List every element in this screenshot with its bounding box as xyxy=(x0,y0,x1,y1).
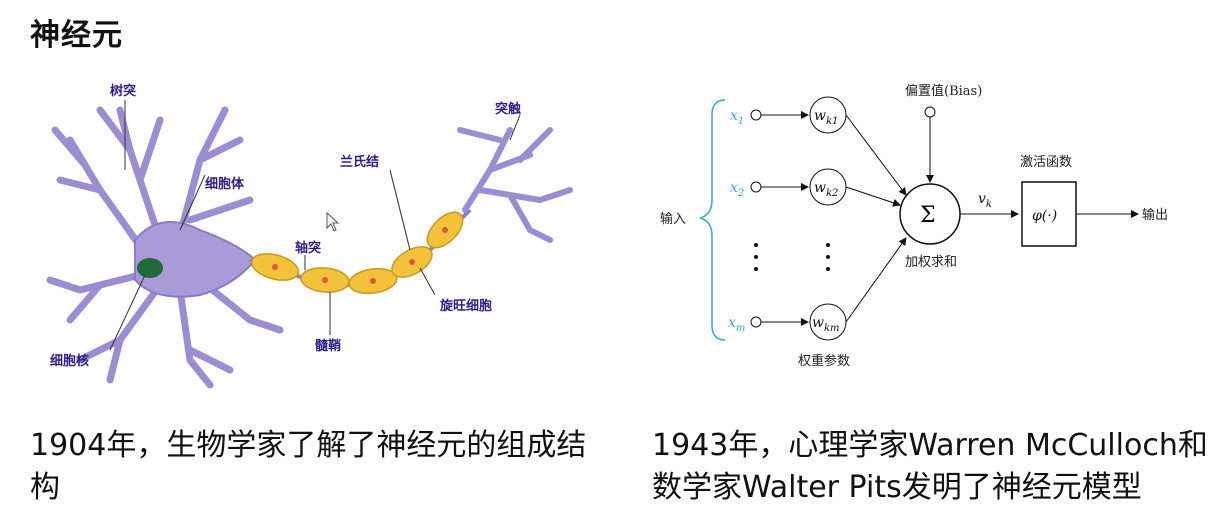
label-ranvier: 兰氏结 xyxy=(340,154,379,170)
caption-left: 1904年，生物学家了解了神经元的组成结构 xyxy=(30,428,587,505)
nucleus xyxy=(137,258,163,278)
sum-label: 加权求和 xyxy=(905,254,957,270)
activation-box xyxy=(1021,181,1077,247)
input-x1: x1 xyxy=(730,108,744,127)
caption-right: 1943年，心理学家Warren McCulloch和数学家Walter Pit… xyxy=(652,428,1208,505)
label-cell-body: 细胞体 xyxy=(205,176,245,192)
label-nucleus: 细胞核 xyxy=(50,353,89,369)
input-x2: x2 xyxy=(730,180,744,199)
label-axon: 轴突 xyxy=(295,240,321,256)
weight-km: wkm xyxy=(812,315,840,334)
ellipsis-dots xyxy=(754,243,830,271)
activation-symbol: φ(·) xyxy=(1032,208,1057,224)
label-schwann: 旋旺细胞 xyxy=(439,298,492,314)
weights-label: 权重参数 xyxy=(798,353,850,369)
label-myelin: 髓鞘 xyxy=(315,338,341,354)
inputs-label: 输入 xyxy=(660,211,686,227)
axon-terminals xyxy=(457,127,573,243)
label-dendrite: 树突 xyxy=(110,83,136,99)
weight-k1: wk1 xyxy=(814,108,838,127)
input-xm: xm xyxy=(728,315,745,334)
output-label: 输出 xyxy=(1142,207,1168,223)
input-brace xyxy=(699,99,726,341)
label-synapse: 突触 xyxy=(495,101,521,117)
v-label: vk xyxy=(978,191,992,210)
activation-label: 激活函数 xyxy=(1020,155,1072,170)
page-title: 神经元 xyxy=(30,18,123,53)
bias-label: 偏置值(Bias) xyxy=(905,83,982,99)
sum-symbol: Σ xyxy=(920,203,936,228)
neuron-model-diagram: 输入 x1 wk1 x2 wk2 xm wkm 偏置值(Bias) Σ 加权求和… xyxy=(660,83,1168,369)
neuron-diagram: 树突 细胞体 突触 兰氏结 轴突 旋旺细胞 髓鞘 细胞核 xyxy=(46,83,573,389)
dendrites xyxy=(46,106,284,389)
weight-k2: wk2 xyxy=(814,180,838,199)
myelin-sheath xyxy=(250,211,464,295)
mouse-cursor-icon xyxy=(326,212,340,232)
